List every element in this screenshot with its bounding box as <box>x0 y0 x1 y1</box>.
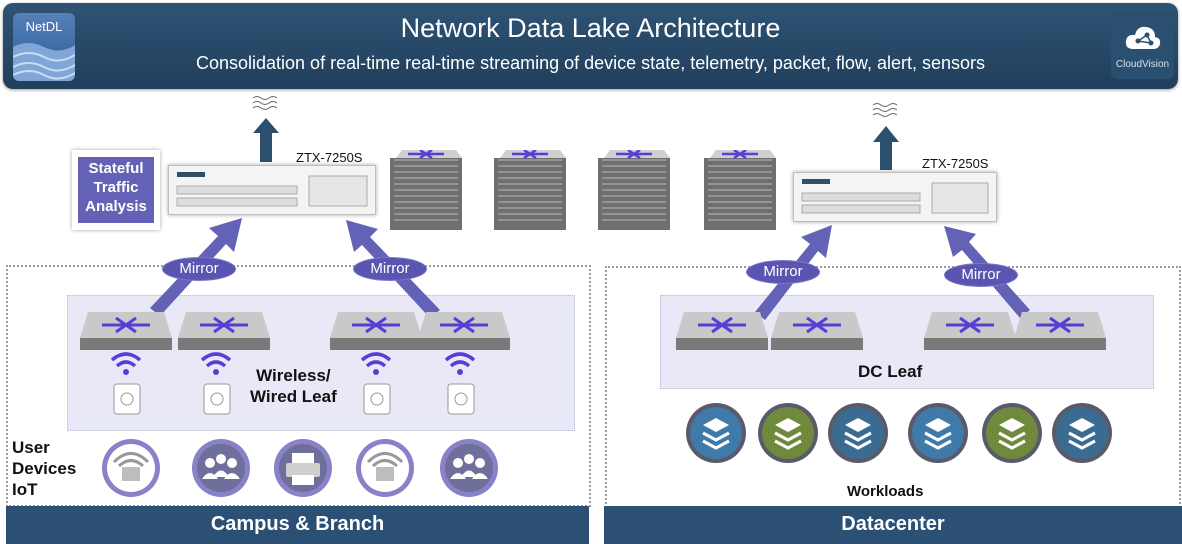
stateful-traffic-analysis: Stateful Traffic Analysis <box>72 150 160 230</box>
cloudvision-label: CloudVision <box>1115 59 1170 70</box>
header-banner: NetDL Network Data Lake Architecture Con… <box>3 3 1178 89</box>
cloudvision-logo: CloudVision <box>1111 15 1174 79</box>
wave-icon <box>13 43 75 81</box>
workload-layers-icon <box>908 403 968 463</box>
router-label-left: ZTX-7250S <box>296 150 363 165</box>
spine-switch <box>390 150 462 230</box>
iot-icon <box>356 439 414 497</box>
router-label-right: ZTX-7250S <box>922 156 989 171</box>
router-faceplate-icon <box>801 179 989 214</box>
wifi-ap-icon <box>360 352 392 415</box>
leaf-switch <box>676 312 768 350</box>
workload-layers-icon <box>686 403 746 463</box>
wireless-access-points <box>110 352 476 415</box>
mirror-label: Mirror <box>162 257 236 281</box>
dc-leaf-switches <box>676 312 1106 350</box>
leaf-switch <box>1014 312 1106 350</box>
user-device-icons <box>102 439 498 497</box>
workload-layers-icon <box>758 403 818 463</box>
spine-switch <box>494 150 566 230</box>
leaf-switch <box>80 312 172 350</box>
campus-leaf-switches <box>80 312 510 350</box>
cloud-icon <box>1125 26 1161 49</box>
workload-layers-icon <box>982 403 1042 463</box>
workload-icons <box>686 403 1112 463</box>
spine-switches <box>390 150 776 230</box>
campus-lane-label: Wireless/ Wired Leaf <box>250 366 337 406</box>
leaf-switch <box>924 312 1016 350</box>
leaf-switch <box>178 312 270 350</box>
mirror-label: Mirror <box>944 263 1018 287</box>
leaf-switch <box>418 312 510 350</box>
datacenter-footer: Datacenter <box>604 506 1182 544</box>
page-title: Network Data Lake Architecture <box>400 13 781 43</box>
spine-switch <box>704 150 776 230</box>
stream-out-icon-left <box>252 96 278 110</box>
wifi-ap-icon <box>200 352 232 415</box>
ztx-router-right <box>793 172 997 222</box>
iot-icon <box>102 439 160 497</box>
dc-lane-label: DC Leaf <box>858 362 923 381</box>
people-icon <box>440 439 498 497</box>
mirror-label: Mirror <box>353 257 427 281</box>
netdl-logo: NetDL <box>13 13 75 81</box>
printer-icon <box>274 439 332 497</box>
leaf-switch <box>330 312 422 350</box>
wifi-ap-icon <box>444 352 476 415</box>
user-devices-label: User Devices IoT <box>12 438 77 499</box>
leaf-switch <box>771 312 863 350</box>
stream-out-icon-right <box>872 103 898 117</box>
uplink-arrow-right <box>873 126 899 170</box>
people-icon <box>192 439 250 497</box>
mirror-label: Mirror <box>746 260 820 284</box>
workload-layers-icon <box>828 403 888 463</box>
spine-switch <box>598 150 670 230</box>
router-faceplate-icon <box>176 172 368 207</box>
workload-layers-icon <box>1052 403 1112 463</box>
page-subtitle: Consolidation of real-time real-time str… <box>195 53 985 73</box>
ztx-router-left <box>168 165 376 215</box>
workloads-label: Workloads <box>847 483 924 500</box>
logo-label: NetDL <box>25 19 63 34</box>
sta-label: Stateful Traffic Analysis <box>78 157 154 223</box>
campus-footer: Campus & Branch <box>6 506 589 544</box>
wifi-ap-icon <box>110 352 142 415</box>
uplink-arrow-left <box>253 118 279 162</box>
